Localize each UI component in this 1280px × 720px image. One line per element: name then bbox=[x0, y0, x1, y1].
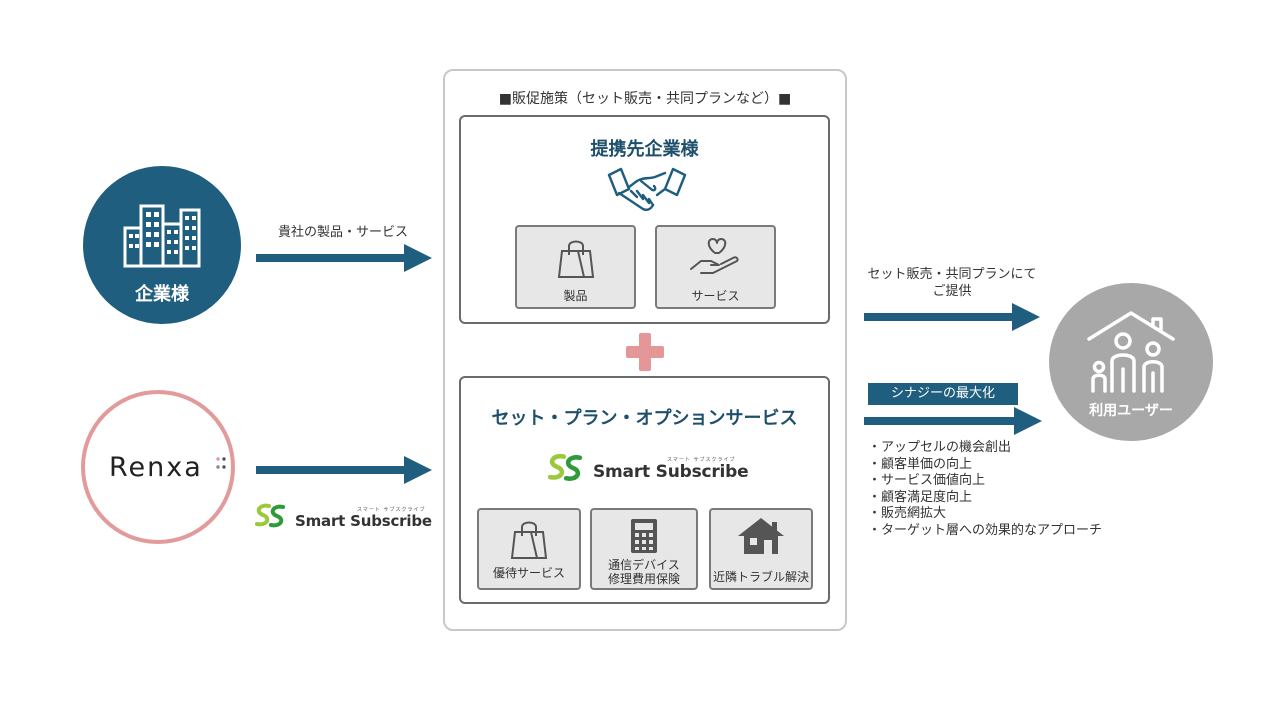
plus-icon-vertical bbox=[639, 333, 651, 371]
smart-subscribe-logo-left: スマート サブスクライブ Smart Subscribe bbox=[253, 500, 432, 532]
arrow-right-icon bbox=[864, 407, 1042, 435]
calculator-icon bbox=[631, 519, 657, 553]
arrow-right-icon bbox=[256, 456, 432, 484]
card-perks: 優待サービス bbox=[477, 508, 581, 590]
house-icon bbox=[738, 518, 784, 554]
card-service: サービス bbox=[655, 225, 776, 309]
renxa-circle: Renxa bbox=[81, 390, 235, 544]
heart-hand-icon bbox=[689, 238, 739, 274]
family-house-icon bbox=[1087, 311, 1175, 393]
smart-subscribe-logo-center: スマート サブスクライブ Smart Subscribe bbox=[545, 452, 749, 484]
company-circle: 企業様 bbox=[83, 166, 241, 324]
shopping-bag-icon bbox=[557, 240, 594, 278]
smart-subscribe-kana: スマート サブスクライブ bbox=[667, 457, 736, 463]
renxa-logo-text: Renxa bbox=[109, 452, 203, 483]
arrow-right-icon bbox=[864, 303, 1040, 331]
partner-box: 提携先企業様 製品 bbox=[459, 115, 830, 324]
card-products: 製品 bbox=[515, 225, 636, 309]
card-neighbor-trouble: 近隣トラブル解決 bbox=[709, 508, 813, 590]
benefit-item: ・販売網拡大 bbox=[868, 506, 947, 521]
benefit-item: ・顧客満足度向上 bbox=[868, 489, 973, 505]
card-device-insurance-label: 通信デバイス 修理費用保険 bbox=[607, 558, 680, 586]
card-perks-label: 優待サービス bbox=[492, 566, 565, 580]
promotion-panel-title: ■販促施策（セット販売・共同プランなど）■ bbox=[498, 91, 792, 107]
card-service-label: サービス bbox=[691, 289, 740, 303]
user-circle: 利用ユーザー bbox=[1049, 283, 1213, 441]
user-label: 利用ユーザー bbox=[1089, 403, 1173, 419]
benefit-item: ・サービス価値向上 bbox=[868, 473, 986, 488]
benefit-item: ・ターゲット層への効果的なアプローチ bbox=[868, 522, 1103, 538]
card-products-label: 製品 bbox=[563, 289, 588, 303]
card-device-insurance: 通信デバイス 修理費用保険 bbox=[590, 508, 698, 590]
shopping-bag-icon bbox=[510, 521, 548, 559]
smart-subscribe-logo-icon bbox=[255, 503, 285, 528]
options-title: セット・プラン・オプションサービス bbox=[491, 408, 798, 429]
benefits-list: ・アップセルの機会創出 ・顧客単価の向上 ・サービス価値向上 ・顧客満足度向上 … bbox=[868, 440, 1102, 539]
synergy-badge: シナジーの最大化 bbox=[868, 383, 1018, 405]
handshake-icon bbox=[607, 167, 687, 211]
buildings-icon bbox=[123, 204, 201, 268]
options-box: セット・プラン・オプションサービス スマート サブスクライブ Smart Sub… bbox=[459, 376, 830, 604]
card-neighbor-trouble-label: 近隣トラブル解決 bbox=[712, 570, 809, 584]
smart-subscribe-kana: スマート サブスクライブ bbox=[357, 507, 426, 513]
company-label: 企業様 bbox=[135, 284, 189, 305]
partner-title: 提携先企業様 bbox=[590, 139, 699, 160]
smart-subscribe-name: Smart Subscribe bbox=[593, 462, 749, 482]
benefit-item: ・顧客単価の向上 bbox=[868, 456, 973, 472]
arrow-label-products: 貴社の製品・サービス bbox=[277, 225, 408, 240]
benefit-item: ・アップセルの機会創出 bbox=[868, 440, 1012, 455]
smart-subscribe-logo-icon bbox=[547, 453, 583, 481]
smart-subscribe-name: Smart Subscribe bbox=[295, 512, 432, 530]
arrow-right-icon bbox=[256, 244, 432, 272]
arrow-label-set-plan: セット販売・共同プランにて ご提供 bbox=[867, 267, 1037, 299]
renxa-dots-icon bbox=[216, 457, 226, 469]
